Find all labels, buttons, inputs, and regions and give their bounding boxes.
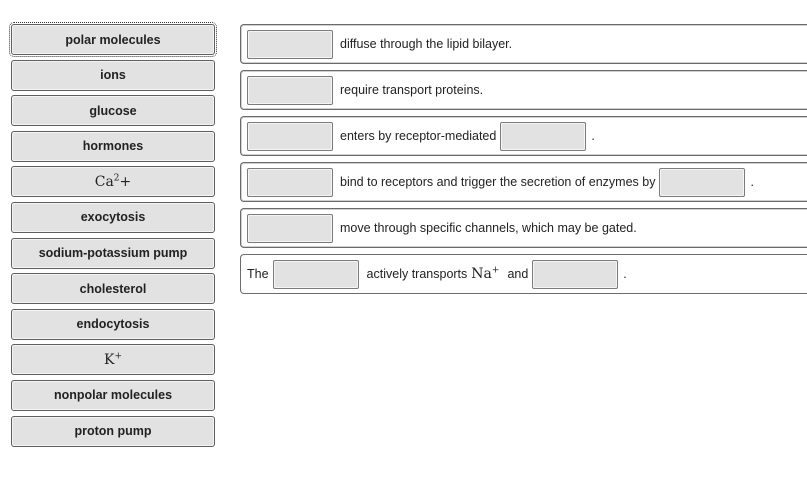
row-start: The	[247, 267, 269, 281]
target-row-3: enters by receptor-mediated .	[240, 116, 807, 156]
sodium-ion: Na+	[471, 266, 499, 282]
chip-label: cholesterol	[79, 281, 147, 296]
ion-base: Na	[471, 266, 492, 282]
chip-nonpolar-molecules[interactable]: nonpolar molecules	[11, 379, 215, 411]
chip-label: polar molecules	[65, 32, 161, 47]
target-row-2: require transport proteins.	[240, 70, 807, 110]
chip-ions[interactable]: ions	[11, 59, 215, 91]
chip-label: hormones	[82, 139, 144, 154]
drop-target-4a[interactable]	[247, 167, 333, 197]
target-row-1: diffuse through the lipid bilayer.	[240, 24, 807, 64]
chip-sodium-potassium-pump[interactable]: sodium-potassium pump	[11, 237, 215, 269]
row-text: actively transports	[366, 267, 468, 281]
chip-glucose[interactable]: glucose	[11, 95, 215, 127]
row-end: .	[591, 129, 595, 143]
drop-target-4b[interactable]	[659, 167, 746, 197]
drop-target-6b[interactable]	[532, 259, 619, 289]
row-text: diffuse through the lipid bilayer.	[340, 37, 513, 51]
target-row-6: The actively transports Na+ and .	[240, 254, 807, 294]
ion-base: K	[103, 351, 115, 368]
ion-base: Ca	[94, 173, 114, 190]
chip-label: sodium-potassium pump	[38, 246, 188, 261]
chip-hormones[interactable]: hormones	[11, 130, 215, 162]
ion-charge: 2	[113, 173, 120, 184]
chip-cholesterol[interactable]: cholesterol	[11, 273, 215, 305]
drop-target-2[interactable]	[247, 75, 333, 105]
ion-charge: +	[491, 265, 500, 276]
row-text: move through specific channels, which ma…	[340, 221, 637, 235]
chip-endocytosis[interactable]: endocytosis	[11, 308, 215, 340]
drop-target-6a[interactable]	[272, 259, 359, 289]
row-text: enters by receptor-mediated	[340, 129, 497, 143]
chip-label: glucose	[89, 103, 137, 118]
chip-potassium-ion[interactable]: K+	[11, 344, 215, 376]
chip-exocytosis[interactable]: exocytosis	[11, 201, 215, 233]
chip-label: K+	[104, 352, 122, 368]
drop-target-1[interactable]	[247, 29, 333, 59]
row-end: .	[750, 175, 754, 189]
ion-charge: +	[114, 351, 122, 362]
ion-suffix: +	[119, 173, 132, 190]
drop-target-5[interactable]	[247, 213, 333, 243]
drop-target-3a[interactable]	[247, 121, 333, 151]
row-text: bind to receptors and trigger the secret…	[340, 175, 656, 189]
chip-label: ions	[100, 68, 126, 83]
row-text: require transport proteins.	[340, 83, 484, 97]
row-end: .	[623, 267, 627, 281]
chip-label: exocytosis	[80, 210, 146, 225]
chip-label: Ca2+	[95, 174, 132, 190]
row-and: and	[507, 267, 529, 281]
answer-bank: polar molecules ions glucose hormones Ca…	[9, 22, 217, 451]
drop-target-3b[interactable]	[500, 121, 587, 151]
target-row-4: bind to receptors and trigger the secret…	[240, 162, 807, 202]
target-rows: diffuse through the lipid bilayer. requi…	[240, 24, 807, 300]
chip-polar-molecules[interactable]: polar molecules	[9, 22, 217, 57]
chip-label: proton pump	[74, 424, 152, 439]
target-row-5: move through specific channels, which ma…	[240, 208, 807, 248]
chip-calcium-ion[interactable]: Ca2+	[11, 166, 215, 198]
chip-label: endocytosis	[76, 317, 150, 332]
chip-label: nonpolar molecules	[53, 388, 173, 403]
chip-proton-pump[interactable]: proton pump	[11, 415, 215, 447]
